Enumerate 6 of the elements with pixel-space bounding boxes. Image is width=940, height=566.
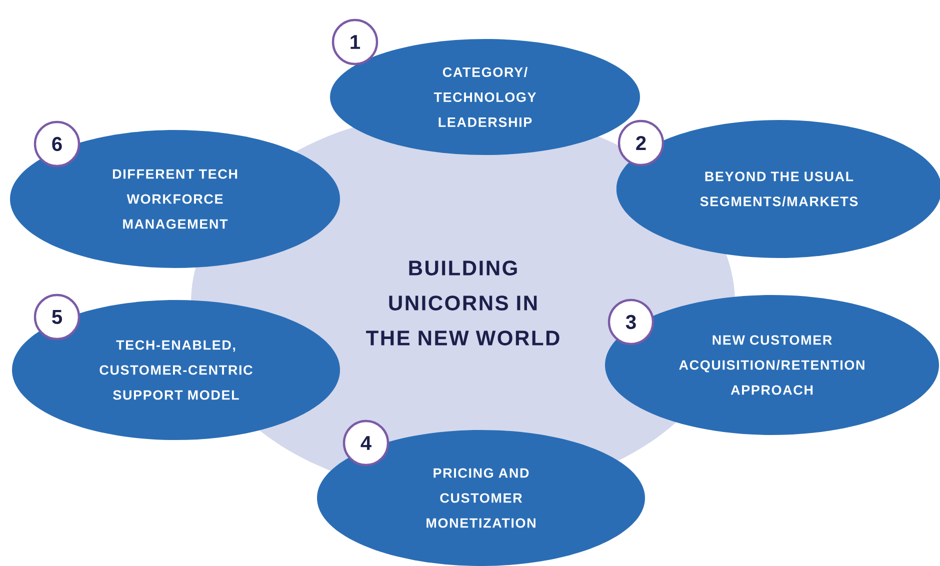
number-badge: 6 [34,120,80,168]
number-badge: 5 [34,294,80,340]
number-badge: 3 [608,298,654,346]
number-badge: 4 [342,420,390,466]
number-badge: 2 [618,120,664,166]
number-badge: 1 [332,18,378,66]
